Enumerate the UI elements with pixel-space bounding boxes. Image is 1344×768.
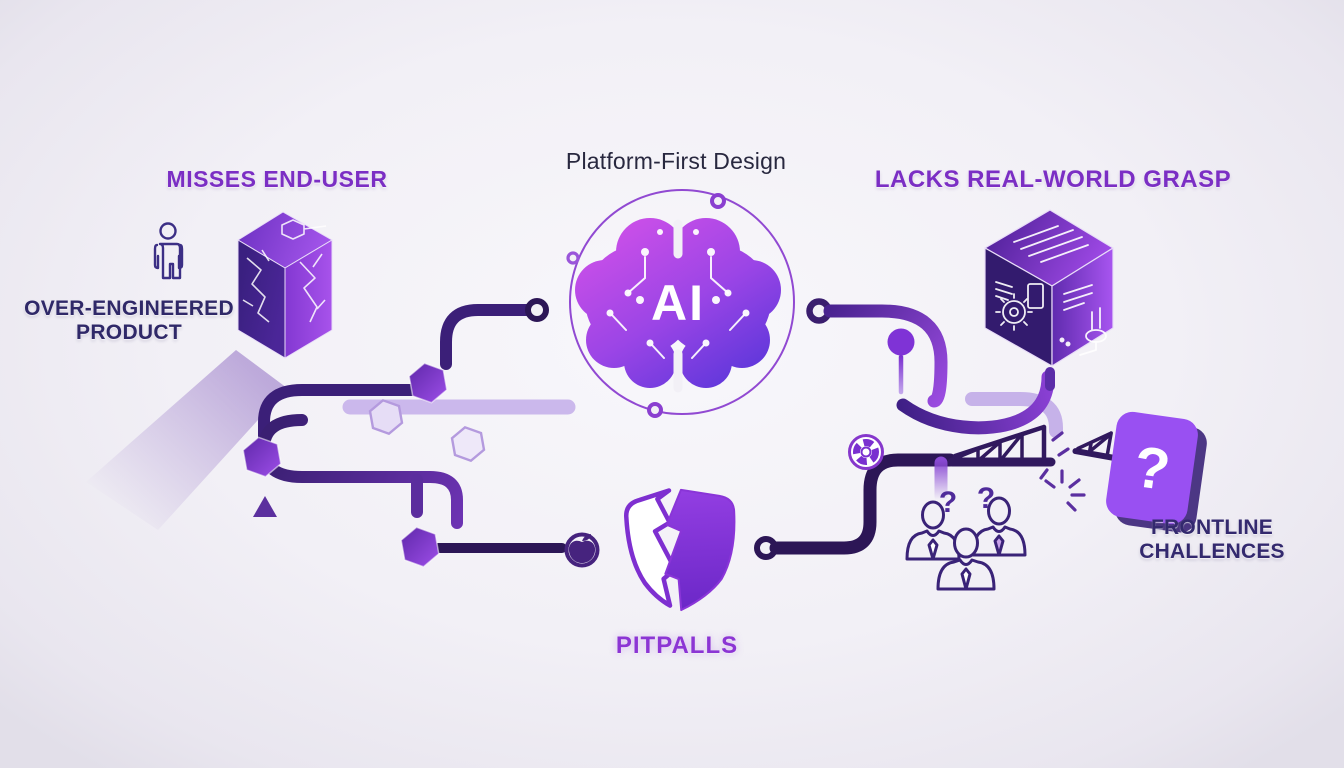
right-circuit-paths bbox=[769, 304, 1063, 555]
left-terminal-ring bbox=[525, 298, 549, 322]
caption-product: PRODUCT bbox=[76, 321, 182, 344]
heading-misses-end-user: MISSES END-USER bbox=[166, 166, 388, 192]
team-question-left: ? bbox=[939, 486, 957, 519]
broken-bridge-icon bbox=[947, 424, 1122, 512]
heading-pitfalls: PITPALLS bbox=[615, 632, 739, 659]
brain-orbit-ring bbox=[566, 189, 795, 418]
caption-challenges: CHALLENCES bbox=[1139, 540, 1285, 563]
wheel-node-icon bbox=[848, 434, 884, 470]
triangle-node bbox=[253, 496, 277, 517]
hex-nodes bbox=[242, 362, 448, 568]
question-tile-icon: ? bbox=[1106, 411, 1207, 533]
ai-brain-circuit-icon: AI bbox=[575, 218, 781, 393]
cracked-cube-icon bbox=[237, 211, 333, 359]
apple-badge-icon bbox=[564, 532, 600, 568]
left-circuit-paths bbox=[257, 304, 576, 553]
caption-over-engineered: OVER-ENGINEERED bbox=[24, 297, 234, 320]
dot-node bbox=[887, 328, 915, 356]
caption-frontline: FRONTLINE bbox=[1151, 516, 1273, 539]
heading-lacks-real-world-grasp: LACKS REAL-WORLD GRASP bbox=[874, 166, 1232, 193]
spec-document-cube-icon bbox=[984, 209, 1114, 391]
person-outline-icon bbox=[153, 222, 184, 280]
cube-shadow bbox=[86, 350, 287, 530]
broken-shield-icon bbox=[624, 488, 736, 612]
team-question-right: ? bbox=[977, 482, 995, 515]
heading-platform-first-design: Platform-First Design bbox=[565, 148, 787, 174]
ai-badge-text: AI bbox=[651, 275, 705, 331]
light-hex-nodes bbox=[368, 398, 486, 463]
confused-team-icon: ? ? bbox=[905, 482, 1027, 591]
